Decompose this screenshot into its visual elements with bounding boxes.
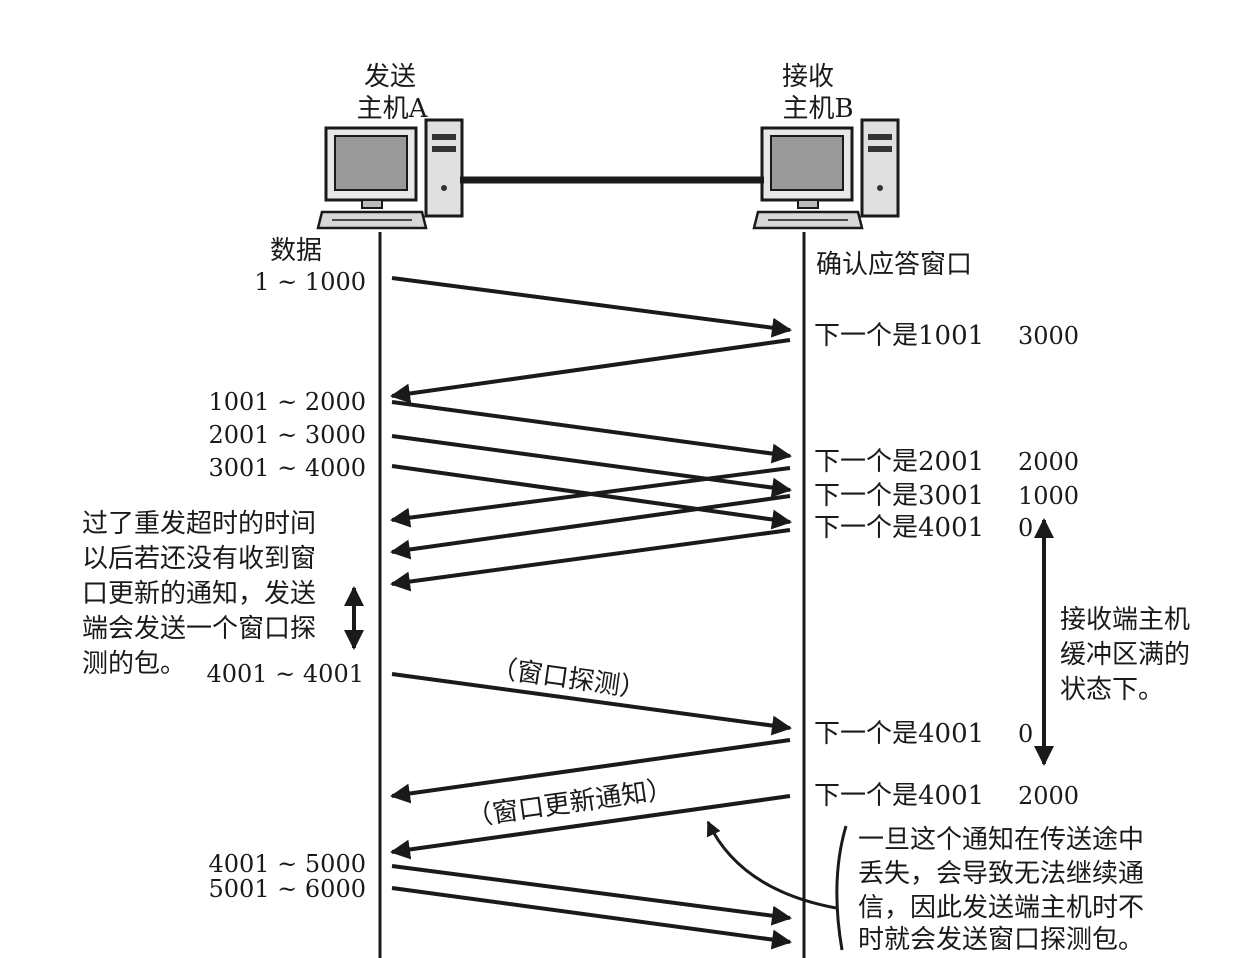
receiver-host-label-line1: 接收 (782, 62, 834, 92)
data-header: 数据 (270, 236, 322, 266)
ack-window-value: 1000 (1018, 482, 1079, 510)
sender-data-label: 1 ~ 1000 (254, 268, 366, 296)
left-note-line: 端会发送一个窗口探 (82, 614, 316, 644)
ack-arrow (390, 338, 791, 404)
bottom-note-bracket (835, 825, 848, 951)
window-probe-arrow (391, 672, 792, 736)
receiver-ack-row: 下一个是4001 0 (814, 513, 1033, 543)
receiver-ack-row: 下一个是1001 3000 (814, 321, 1079, 351)
ack-window-header: 确认应答窗口 (816, 250, 972, 280)
sender-computer-icon (316, 118, 464, 230)
data-segment-arrow (391, 886, 792, 950)
ack-arrow (390, 528, 791, 592)
left-note-line: 以后若还没有收到窗 (82, 544, 316, 574)
bottom-note-line: 一旦这个通知在传送途中 (858, 825, 1144, 855)
data-segment-arrow (391, 400, 792, 464)
bottom-note: 一旦这个通知在传送途中 丢失，会导致无法继续通 信，因此发送端主机时不 时就会发… (858, 825, 1144, 955)
sender-host-label-line2: 主机A (357, 94, 429, 124)
sender-data-label: 5001 ~ 6000 (208, 875, 366, 903)
sender-data-label: 3001 ~ 4000 (208, 454, 366, 482)
receiver-host-label-line2: 主机B (782, 94, 853, 124)
receiver-ack-row: 下一个是3001 1000 (814, 481, 1079, 511)
bottom-note-pointer-arrow (706, 820, 837, 910)
right-note-line: 缓冲区满的 (1060, 640, 1190, 670)
left-note-line: 测的包。 (82, 649, 186, 679)
ack-next-label: 下一个是4001 (814, 719, 984, 749)
ack-arrow (390, 738, 791, 804)
left-note: 过了重发超时的时间 以后若还没有收到窗 口更新的通知，发送 端会发送一个窗口探 … (82, 509, 316, 679)
ack-next-label: 下一个是4001 (814, 781, 984, 811)
sender-data-label: 1001 ~ 2000 (208, 388, 366, 416)
ack-window-value: 0 (1018, 514, 1033, 542)
left-note-line: 口更新的通知，发送 (82, 579, 316, 609)
receiver-computer-icon (752, 118, 900, 230)
ack-window-value: 0 (1018, 720, 1033, 748)
ack-arrow (390, 494, 791, 560)
ack-next-label: 下一个是2001 (814, 447, 984, 477)
sender-data-label: 2001 ~ 3000 (208, 421, 366, 449)
data-segment-arrow (391, 276, 792, 338)
bottom-note-line: 信，因此发送端主机时不 (858, 893, 1144, 923)
ack-next-label: 下一个是1001 (814, 321, 984, 351)
receiver-ack-row: 下一个是2001 2000 (814, 447, 1079, 477)
data-segment-arrow (391, 434, 792, 498)
sender-data-label: 4001 ~ 5000 (208, 850, 366, 878)
window-update-arrow (390, 794, 791, 860)
right-note-line: 状态下。 (1060, 675, 1164, 705)
receiver-ack-row: 下一个是4001 2000 (814, 781, 1079, 811)
ack-next-label: 下一个是4001 (814, 513, 984, 543)
receiver-ack-row: 下一个是4001 0 (814, 719, 1033, 749)
ack-window-value: 2000 (1018, 448, 1079, 476)
left-note-line: 过了重发超时的时间 (82, 509, 316, 539)
ack-window-value: 3000 (1018, 322, 1079, 350)
sender-data-label: 4001 ~ 4001 (206, 660, 364, 688)
ack-arrow (390, 466, 791, 528)
right-note: 接收端主机 缓冲区满的 状态下。 (1060, 605, 1190, 705)
right-note-line: 接收端主机 (1060, 605, 1190, 635)
bottom-note-line: 时就会发送窗口探测包。 (858, 925, 1144, 955)
ack-next-label: 下一个是3001 (814, 481, 984, 511)
ack-window-value: 2000 (1018, 782, 1079, 810)
data-segment-arrow (391, 864, 792, 926)
sender-host-label-line1: 发送 (364, 62, 416, 92)
bottom-note-line: 丢失，会导致无法继续通 (858, 859, 1144, 889)
